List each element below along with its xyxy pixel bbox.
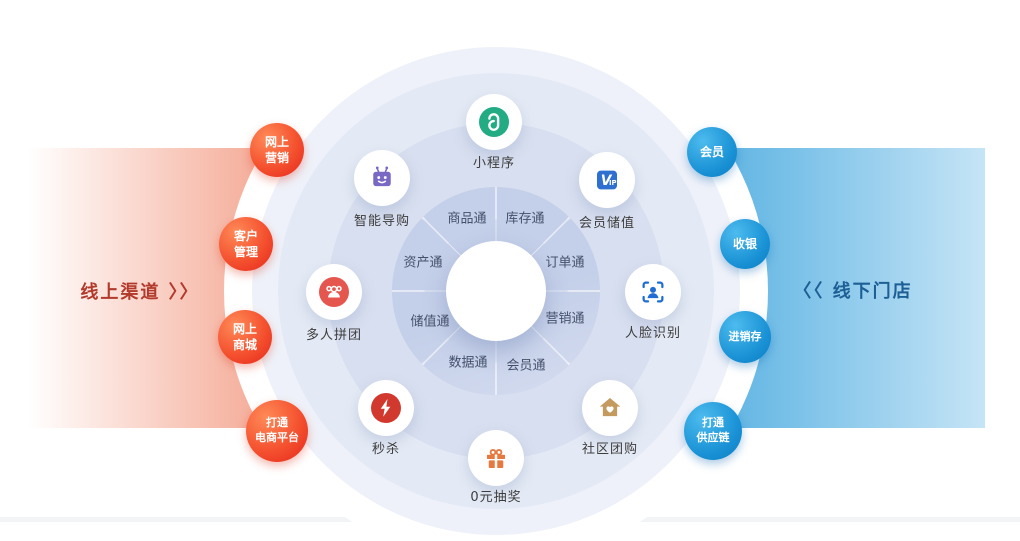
- core-segment-assets: 资产通: [403, 255, 443, 271]
- smart-guide-robot-icon: [373, 166, 391, 187]
- vip-stored-value-icon: V IP: [597, 170, 617, 190]
- online-bubble-ecommerce-platform: 打通 电商平台: [246, 400, 308, 462]
- miniprogram-icon: [479, 107, 509, 137]
- feature-label-vip-stored-value: 会员储值: [578, 216, 635, 231]
- core-segment-inventory: 库存通: [505, 211, 545, 227]
- core-segment-marketing: 营销通: [545, 311, 585, 327]
- feature-node-lucky-draw: [468, 430, 524, 486]
- feature-label-group-buying: 多人拼团: [305, 328, 362, 343]
- online-bubble-marketing: 网上 营销: [250, 123, 304, 177]
- core-segment-data: 数据通: [448, 355, 488, 371]
- offline-bubble-cashier: 收银: [720, 219, 770, 269]
- feature-node-community-group: [582, 380, 638, 436]
- online-bubble-crm: 客户 管理: [219, 217, 273, 271]
- feature-label-lucky-draw: 0元抽奖: [470, 490, 522, 505]
- lucky-draw-gift-icon: [487, 448, 505, 468]
- feature-label-face-recognition: 人脸识别: [624, 326, 681, 341]
- vip-ip-glyph: IP: [609, 179, 617, 187]
- feature-node-smart-guide: [354, 150, 410, 206]
- community-group-house-icon: [599, 398, 621, 417]
- core-segment-members: 会员通: [506, 358, 546, 374]
- center-hub: [446, 241, 546, 341]
- feature-label-smart-guide: 智能导购: [353, 214, 410, 229]
- feature-node-miniprogram: [466, 94, 522, 150]
- flash-sale-lightning-icon: [371, 393, 401, 423]
- feature-label-community-group: 社区团购: [581, 442, 638, 457]
- feature-node-vip-stored-value: V IP: [579, 152, 635, 208]
- feature-node-flash-sale: [358, 380, 414, 436]
- group-buying-people-icon: [319, 277, 349, 307]
- offline-bubble-members: 会员: [687, 127, 737, 177]
- offline-bubble-inventory: 进销存: [719, 311, 771, 363]
- face-recognition-icon: [642, 281, 664, 303]
- core-segment-goods: 商品通: [447, 211, 487, 227]
- offline-bubble-supply-chain: 打通 供应链: [684, 402, 742, 460]
- vip-v-glyph: V: [601, 173, 613, 189]
- feature-label-miniprogram: 小程序: [472, 156, 515, 171]
- feature-node-face-recognition: [625, 264, 681, 320]
- online-channel-title: 线上渠道 〉〉: [80, 282, 200, 303]
- feature-label-flash-sale: 秒杀: [371, 442, 400, 457]
- online-bubble-mall: 网上 商城: [218, 310, 272, 364]
- feature-node-group-buying: [306, 264, 362, 320]
- offline-store-title: 〈〈 线下门店: [793, 281, 913, 302]
- core-segment-stored-value: 储值通: [410, 314, 450, 330]
- core-segment-orders: 订单通: [545, 255, 585, 271]
